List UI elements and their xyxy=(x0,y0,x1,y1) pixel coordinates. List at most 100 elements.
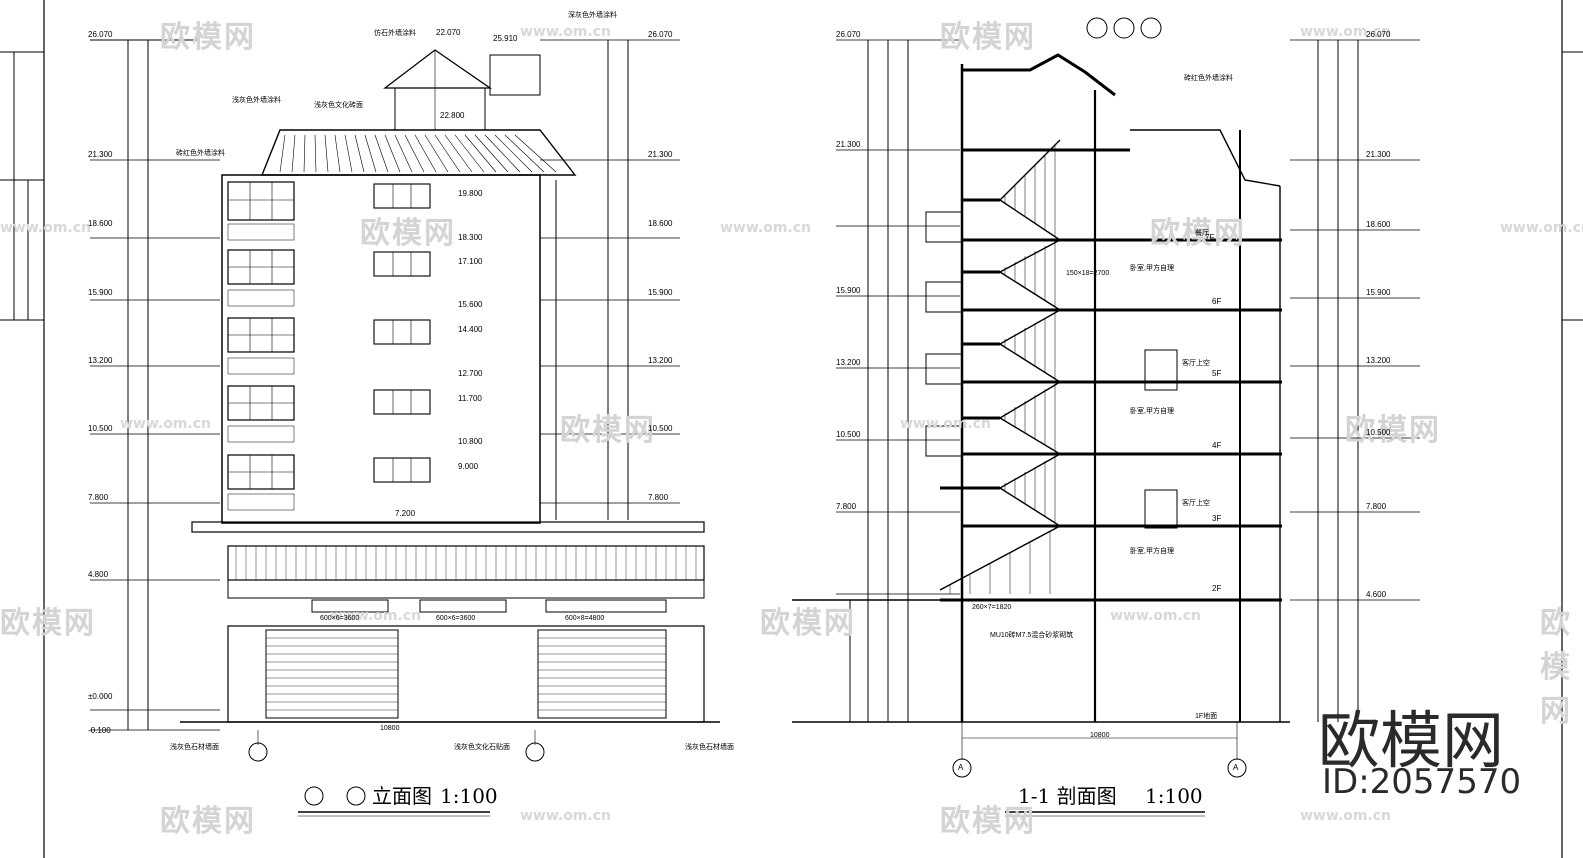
elevation-scale: 1:100 xyxy=(440,784,498,808)
section-level-label-left: 21.300 xyxy=(836,140,861,149)
watermark-logo: 欧模网 xyxy=(1345,413,1441,448)
watermark-url: www.om.cn xyxy=(1300,24,1392,40)
watermark-logo: 欧模网 xyxy=(160,20,256,55)
elevation-level-label: 4.800 xyxy=(88,570,109,579)
watermark-logo: 欧模网 xyxy=(560,413,656,448)
room-label: 卧室,甲方自理 xyxy=(1130,408,1174,415)
section-level-label-left: 10.500 xyxy=(836,430,861,439)
section-level-label: 7.800 xyxy=(1366,502,1387,511)
room-label: 餐厅 xyxy=(1195,230,1209,237)
elevation-level-label: 10.500 xyxy=(88,424,113,433)
watermark-logo: 欧模网 xyxy=(760,606,856,641)
axis-bubble-label: A xyxy=(958,763,964,772)
elevation-inner-level: 9.000 xyxy=(458,462,479,471)
elevation-level-label: 7.800 xyxy=(88,493,109,502)
room-label: 卧室,甲方自理 xyxy=(1130,548,1174,555)
section-note: 砖红色外墙涂料 xyxy=(1184,75,1233,82)
watermark-url: www.om.cn xyxy=(900,416,992,432)
elevation-note: 浅灰色石材墙面 xyxy=(685,744,734,751)
section-drawing xyxy=(792,17,1420,817)
elevation-inner-level: 12.700 xyxy=(458,369,483,378)
elevation-level-label-right: 18.600 xyxy=(648,219,673,228)
watermark-url: www.om.cn xyxy=(1300,808,1392,824)
elevation-inner-level: 19.800 xyxy=(458,189,483,198)
elevation-inner-level: 17.100 xyxy=(458,257,483,266)
elevation-note: 浅灰色外墙涂料 xyxy=(232,97,281,104)
watermark-url: www.om.cn xyxy=(720,220,812,236)
section-level-label-left: 13.200 xyxy=(836,358,861,367)
floor-label: 4F xyxy=(1212,441,1222,450)
elevation-level-label: 18.600 xyxy=(88,219,113,228)
elevation-inner-level: 7.200 xyxy=(395,509,416,518)
elevation-note: 浅灰色石材墙面 xyxy=(170,744,219,751)
watermark-url: www.om.cn xyxy=(1110,608,1202,624)
watermark-url: www.om.cn xyxy=(330,608,422,624)
elevation-level-label: 21.300 xyxy=(88,150,113,159)
watermark-logo: 欧模网 xyxy=(1150,216,1246,251)
section-level-label: 4.600 xyxy=(1366,590,1387,599)
section-level-label: 15.900 xyxy=(1366,288,1391,297)
brand-logo: 欧模网 xyxy=(1318,704,1505,777)
section-level-label: 26.070 xyxy=(1366,30,1391,39)
elevation-note: 仿石外墙涂料 xyxy=(374,30,416,37)
room-label: 客厅上空 xyxy=(1182,500,1210,507)
elevation-inner-level: 10.800 xyxy=(458,437,483,446)
section-level-label-left: 15.900 xyxy=(836,286,861,295)
elevation-note: 浅灰色文化石贴面 xyxy=(454,744,510,751)
elevation-inner-level: 15.600 xyxy=(458,300,483,309)
watermark-url: www.om.cn xyxy=(1500,220,1583,236)
elevation-level-label-right: 21.300 xyxy=(648,150,673,159)
elevation-level-label-right: 10.500 xyxy=(648,424,673,433)
elevation-note: 浅灰色文化砖面 xyxy=(314,102,363,109)
section-level-label: 10.500 xyxy=(1366,428,1391,437)
elevation-level-label: -0.100 xyxy=(88,726,111,735)
elevation-inner-level: 22.800 xyxy=(440,111,465,120)
elevation-inner-level: 14.400 xyxy=(458,325,483,334)
roof-level: 25.910 xyxy=(493,34,518,43)
watermark-logo: 欧模网 xyxy=(160,804,256,839)
floor-label: 1F地面 xyxy=(1195,713,1218,720)
roof-level: 22.070 xyxy=(436,28,461,37)
elevation-level-label-right: 13.200 xyxy=(648,356,673,365)
section-level-label: 18.600 xyxy=(1366,220,1391,229)
watermark-url: www.om.cn xyxy=(520,808,612,824)
floor-label: 6F xyxy=(1212,297,1222,306)
floor-label: 3F xyxy=(1212,514,1222,523)
watermark-logo: 欧模网 xyxy=(0,606,96,641)
elevation-level-label-right: 15.900 xyxy=(648,288,673,297)
elevation-level-label: 26.070 xyxy=(88,30,113,39)
section-level-label-left: 26.070 xyxy=(836,30,861,39)
watermark-url: www.om.cn xyxy=(0,220,92,236)
section-level-label: 13.200 xyxy=(1366,356,1391,365)
elevation-note: 深灰色外墙涂料 xyxy=(568,12,617,19)
watermark-url: www.om.cn xyxy=(120,416,212,432)
elevation-level-label: 13.200 xyxy=(88,356,113,365)
bay-dimension: 600×6=3600 xyxy=(320,615,360,622)
watermark-logo: 欧模网 xyxy=(940,804,1036,839)
watermark-url: www.om.cn xyxy=(520,24,612,40)
overall-width: 10800 xyxy=(380,725,400,732)
elevation-inner-level: 11.700 xyxy=(458,394,482,403)
elevation-level-label-right: 26.070 xyxy=(648,30,673,39)
bay-dimension: 600×6=3600 xyxy=(436,615,476,622)
section-level-label-left: 7.800 xyxy=(836,502,857,511)
watermark-logo: 欧模网 xyxy=(360,216,456,251)
bay-dimension: 600×8=4800 xyxy=(565,615,605,622)
section-title: 1-1 剖面图 xyxy=(1018,784,1117,808)
watermark-logo: 欧模网 xyxy=(940,20,1036,55)
elevation-title: 立面图 xyxy=(372,784,432,808)
elevation-level-label: 15.900 xyxy=(88,288,113,297)
elevation-note: 砖红色外墙涂料 xyxy=(176,150,225,157)
elevation-inner-level: 18.300 xyxy=(458,233,483,242)
axis-bubble-label: A xyxy=(1233,763,1239,772)
stair-dimension: 150×18=2700 xyxy=(1066,270,1110,277)
brand-id: ID:2057570 xyxy=(1322,762,1522,802)
section-scale: 1:100 xyxy=(1145,784,1203,808)
room-label: 卧室,甲方自理 xyxy=(1130,265,1174,272)
room-label: 客厅上空 xyxy=(1182,360,1210,367)
overall-width: 10800 xyxy=(1090,732,1110,739)
floor-label: 5F xyxy=(1212,369,1222,378)
watermark-logo: 欧模网 xyxy=(1540,606,1572,729)
section-level-label: 21.300 xyxy=(1366,150,1391,159)
